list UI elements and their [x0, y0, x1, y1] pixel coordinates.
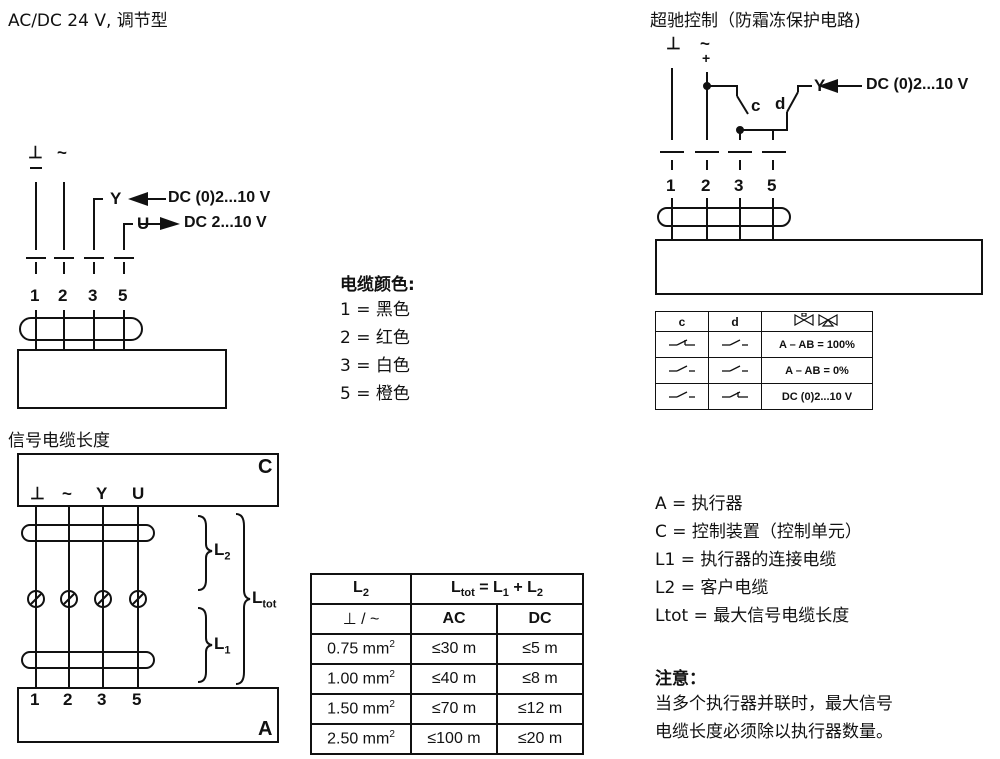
u-signal-label: DC 2...10 V [184, 214, 267, 231]
u-label: U [137, 214, 150, 233]
table-header-ltot: Ltot = L1 + L2 [410, 573, 584, 605]
y-label: Y [110, 189, 122, 208]
switch-open-icon [655, 383, 709, 410]
sl-wire-ground: ⊥ [30, 484, 45, 503]
sl-terminal-3: 3 [97, 690, 107, 709]
d2-terminal-5: 5 [767, 176, 777, 195]
note-text: 当多个执行器并联时，最大信号 电缆长度必须除以执行器数量。 [655, 690, 893, 746]
switch-open-icon [708, 331, 762, 358]
definition-item: L2 = 客户电缆 [655, 578, 769, 598]
switch-table-header-c: c [655, 311, 709, 332]
cable-color-item: 1 = 黑色 [340, 300, 410, 320]
d2-plus-symbol: + [702, 50, 711, 66]
switch-open-icon [708, 357, 762, 384]
terminal-1: 1 [30, 286, 40, 305]
actuator-label: A [258, 718, 273, 740]
d2-supply-symbol: ~ [700, 34, 710, 53]
definition-item: A = 执行器 [655, 494, 743, 514]
definition-item: L1 = 执行器的连接电缆 [655, 550, 837, 570]
d2-ground-symbol: ⊥ [666, 34, 681, 53]
definition-item: C = 控制装置（控制单元） [655, 522, 862, 542]
sl-terminal-1: 1 [30, 690, 40, 709]
table-row: 0.75 mm2 ≤30 m≤5 m [310, 633, 584, 665]
title-right: 超驰控制（防霜冻保护电路) [650, 11, 861, 31]
l2-label: L2 [214, 540, 231, 563]
terminal-5: 5 [118, 286, 128, 305]
d2-terminal-2: 2 [701, 176, 711, 195]
cable-color-title: 电缆颜色: [340, 275, 415, 295]
table-row: 2.50 mm2 ≤100 m≤20 m [310, 723, 584, 755]
supply-symbol: ~ [57, 143, 67, 162]
table-header-dc: DC [496, 603, 584, 635]
switch-d-label: d [775, 94, 786, 113]
table-row: 1.50 mm2 ≤70 m≤12 m [310, 693, 584, 725]
terminal-3: 3 [88, 286, 98, 305]
l1-label: L1 [214, 634, 231, 657]
controller-label: C [258, 456, 273, 478]
note-title: 注意： [655, 669, 706, 689]
sl-wire-y: Y [96, 484, 108, 503]
switch-c-label: c [751, 96, 761, 115]
sl-terminal-2: 2 [63, 690, 73, 709]
cable-length-table: L2 Ltot = L1 + L2 ⊥ / ~ AC DC 0.75 mm2 ≤… [310, 573, 584, 755]
table-header-ac: AC [410, 603, 498, 635]
switch-closed-icon [708, 383, 762, 410]
table-header-l2: L2 [310, 573, 412, 605]
sl-wire-u: U [132, 484, 145, 503]
table-header-l2-sym: ⊥ / ~ [310, 603, 412, 635]
switch-table-row: A – AB = 100% [655, 331, 873, 358]
switch-table-row: DC (0)2...10 V [655, 383, 873, 410]
switch-table-header-d: d [708, 311, 762, 332]
valve-symbols-icon [761, 311, 873, 332]
d2-y-label: Y [814, 76, 826, 95]
table-row: 1.00 mm2 ≤40 m≤8 m [310, 663, 584, 695]
cable-color-item: 3 = 白色 [340, 356, 410, 376]
cable-color-item: 2 = 红色 [340, 328, 410, 348]
definition-item: Ltot = 最大信号电缆长度 [655, 606, 850, 626]
switch-closed-icon [655, 331, 709, 358]
d2-y-signal-label: DC (0)2...10 V [866, 76, 969, 93]
note-line: 电缆长度必须除以执行器数量。 [655, 722, 893, 742]
note-line: 当多个执行器并联时，最大信号 [655, 694, 893, 714]
d2-terminal-1: 1 [666, 176, 676, 195]
title-left: AC/DC 24 V, 调节型 [8, 11, 168, 31]
terminal-2: 2 [58, 286, 68, 305]
cable-color-item: 5 = 橙色 [340, 384, 410, 404]
definitions-list: A = 执行器 C = 控制装置（控制单元） L1 = 执行器的连接电缆 L2 … [655, 490, 862, 630]
sl-terminal-5: 5 [132, 690, 142, 709]
switch-table-row: A – AB = 0% [655, 357, 873, 384]
ltot-label: Ltot [252, 588, 277, 611]
cable-color-list: 1 = 黑色 2 = 红色 3 = 白色 5 = 橙色 [340, 296, 410, 408]
y-signal-label: DC (0)2...10 V [168, 189, 271, 206]
d2-terminal-3: 3 [734, 176, 744, 195]
signal-length-title: 信号电缆长度 [8, 431, 110, 451]
sl-wire-supply: ~ [62, 484, 72, 503]
ground-symbol: ⊥ [28, 143, 43, 162]
switch-open-icon [655, 357, 709, 384]
switch-state-table: c d A – AB = 100% A – AB = 0% DC (0)2...… [655, 311, 873, 410]
